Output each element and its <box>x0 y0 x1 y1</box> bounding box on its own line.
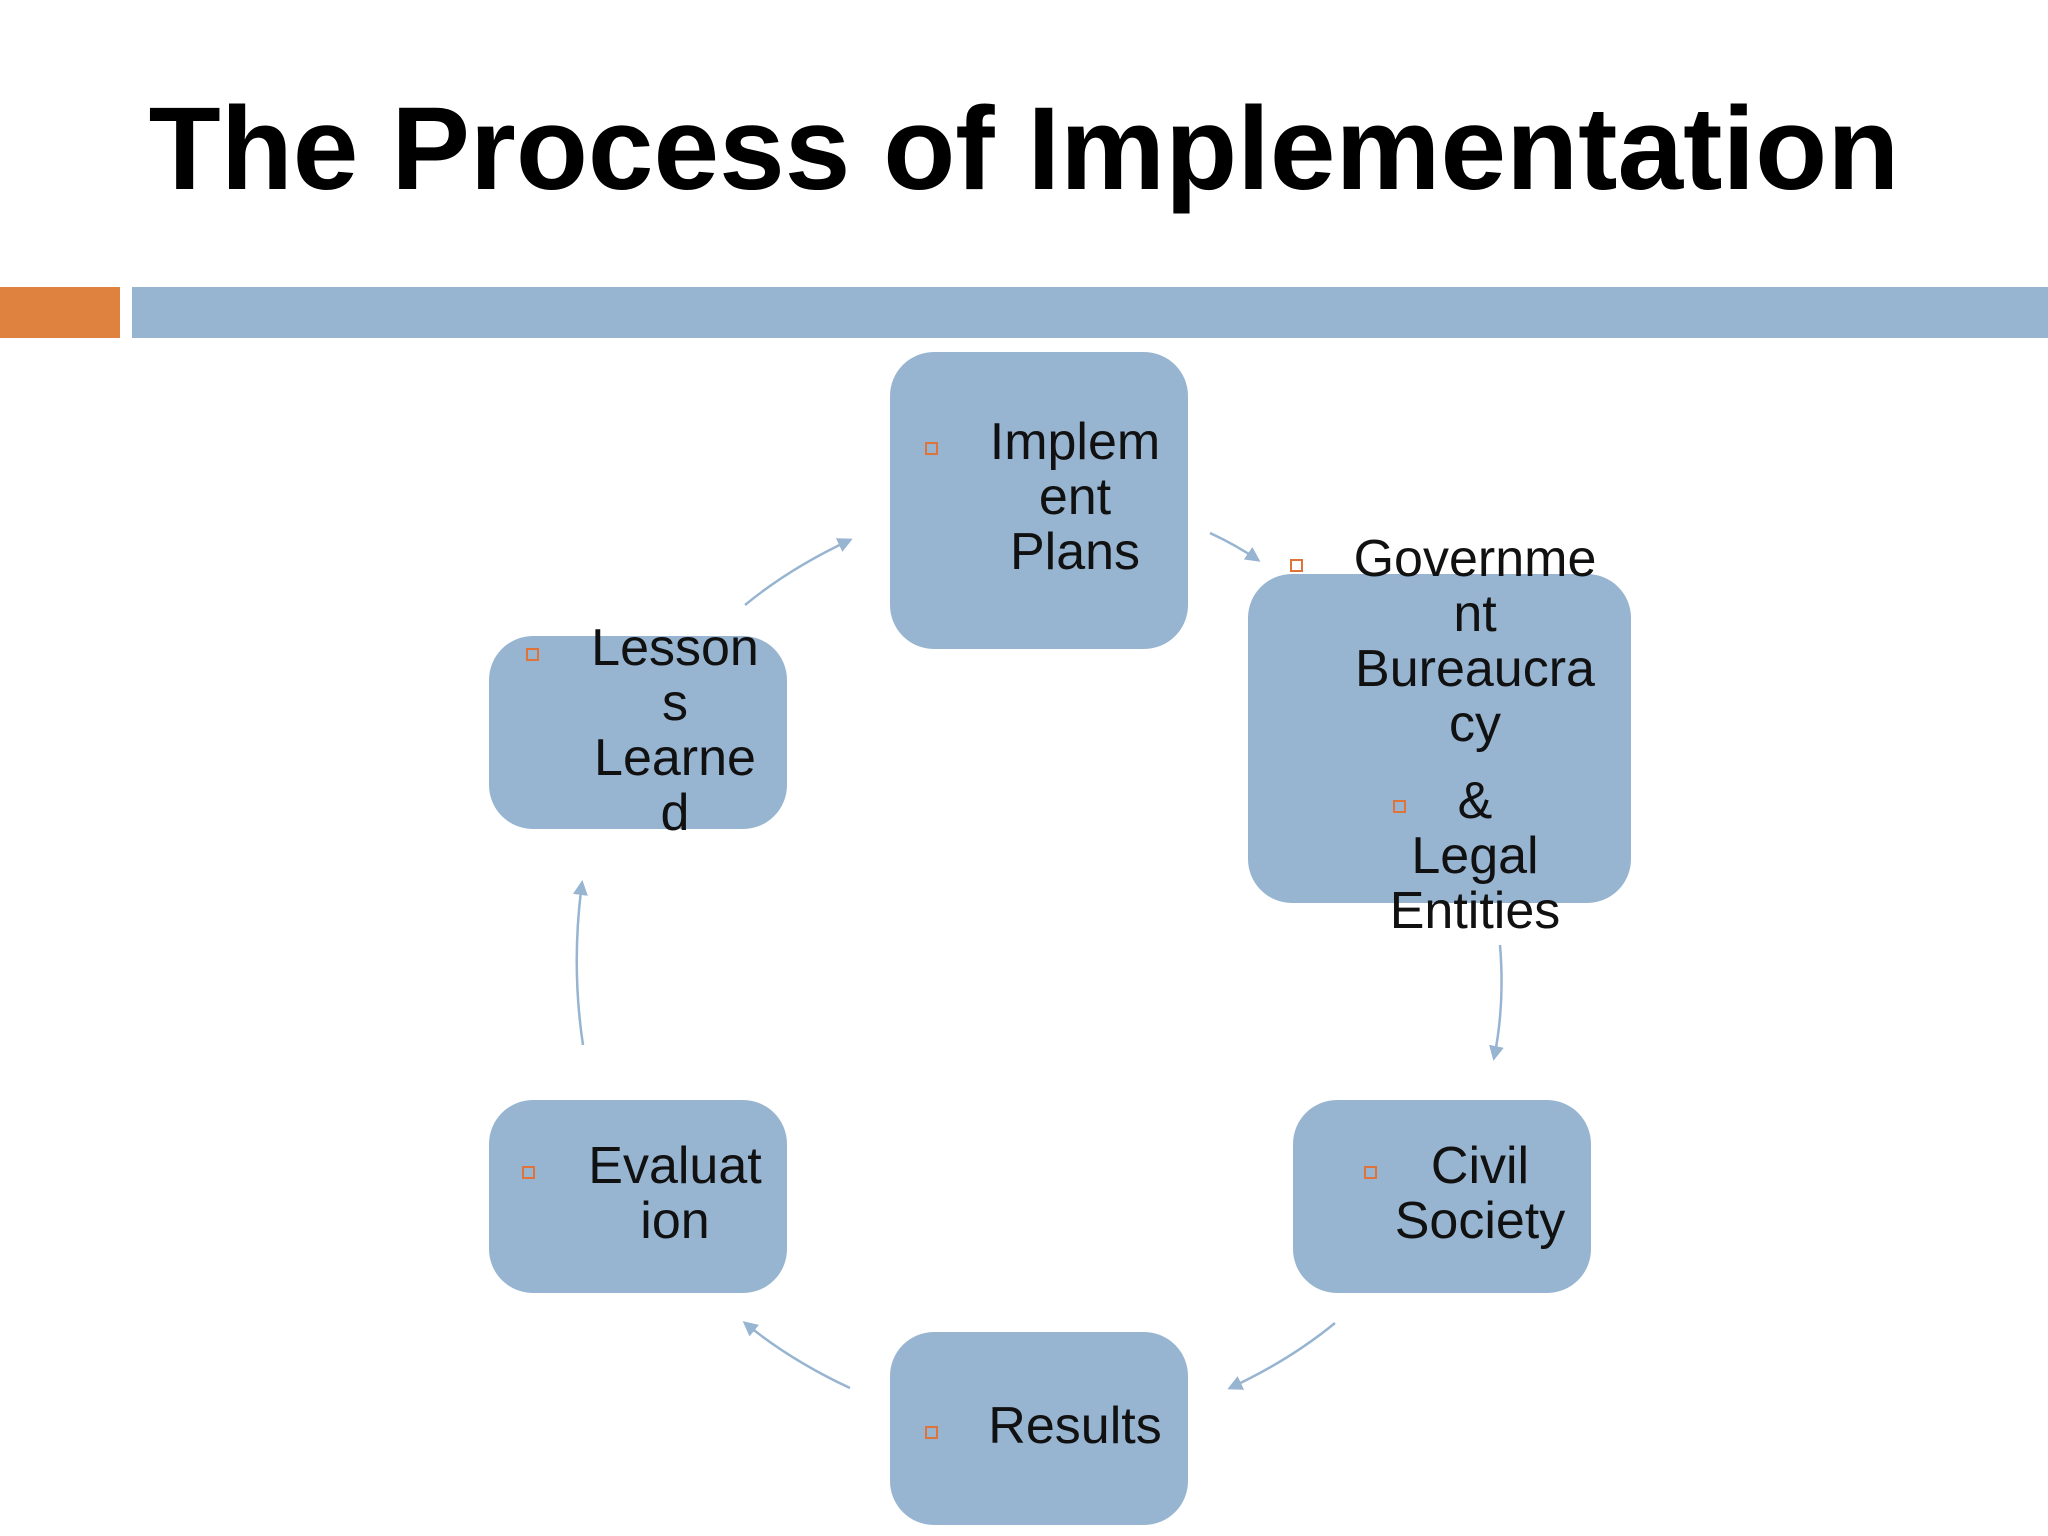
text-line: Entities <box>1389 882 1561 940</box>
node-government-bureaucracy <box>1248 574 1631 903</box>
node-results <box>890 1332 1188 1525</box>
bullet-icon <box>1364 1166 1377 1179</box>
node-implement-plans <box>890 352 1188 649</box>
bullet-icon <box>1290 559 1303 572</box>
text-line: Bureaucra <box>1355 640 1595 698</box>
text-line: Implem <box>989 413 1161 471</box>
text-line: Governme <box>1353 530 1597 588</box>
arrow-lessons-to-implement <box>744 538 853 606</box>
node-results-label: Results <box>970 1399 1180 1454</box>
node-lessons-learned <box>489 636 787 829</box>
node-government-bureaucracy-label: Governme nt Bureaucra cy <box>1330 532 1620 752</box>
bullet-icon <box>1393 800 1406 813</box>
arrow-civil-to-results <box>1227 1322 1336 1390</box>
header-accent-blue <box>132 287 2048 338</box>
arrow-evaluation-to-lessons <box>572 880 588 1046</box>
node-government-sub-label: & Legal Entities <box>1380 774 1570 939</box>
text-line: Plans <box>1009 523 1141 581</box>
text-line: Learne <box>594 729 756 787</box>
text-line: Legal <box>1411 827 1539 885</box>
bullet-icon <box>522 1166 535 1179</box>
node-implement-plans-label: Implem ent Plans <box>970 415 1180 580</box>
node-civil-society <box>1293 1100 1591 1293</box>
text-line: Civil <box>1430 1137 1530 1195</box>
text-line: & <box>1457 772 1493 830</box>
bullet-icon <box>925 442 938 455</box>
text-line: ent <box>1038 468 1112 526</box>
text-line: Evaluat <box>588 1137 762 1195</box>
node-lessons-learned-label: Lesson s Learne d <box>570 621 780 841</box>
text-line: ion <box>640 1192 710 1250</box>
text-line: Results <box>988 1397 1162 1455</box>
text-line: Lesson <box>591 619 759 677</box>
bullet-icon <box>526 648 539 661</box>
node-civil-society-label: Civil Society <box>1380 1139 1580 1249</box>
text-line: nt <box>1453 585 1497 643</box>
text-line: s <box>662 674 688 732</box>
arrow-government-to-civil <box>1489 944 1504 1061</box>
header-accent-orange <box>0 287 120 338</box>
text-line: cy <box>1449 695 1501 753</box>
node-evaluation <box>489 1100 787 1293</box>
arrow-results-to-evaluation <box>742 1321 851 1390</box>
text-line: Society <box>1394 1192 1566 1250</box>
arrow-implement-to-government <box>1209 531 1261 562</box>
text-line: d <box>660 784 690 842</box>
bullet-icon <box>925 1426 938 1439</box>
node-evaluation-label: Evaluat ion <box>570 1139 780 1249</box>
slide-title: The Process of Implementation <box>148 83 1900 215</box>
